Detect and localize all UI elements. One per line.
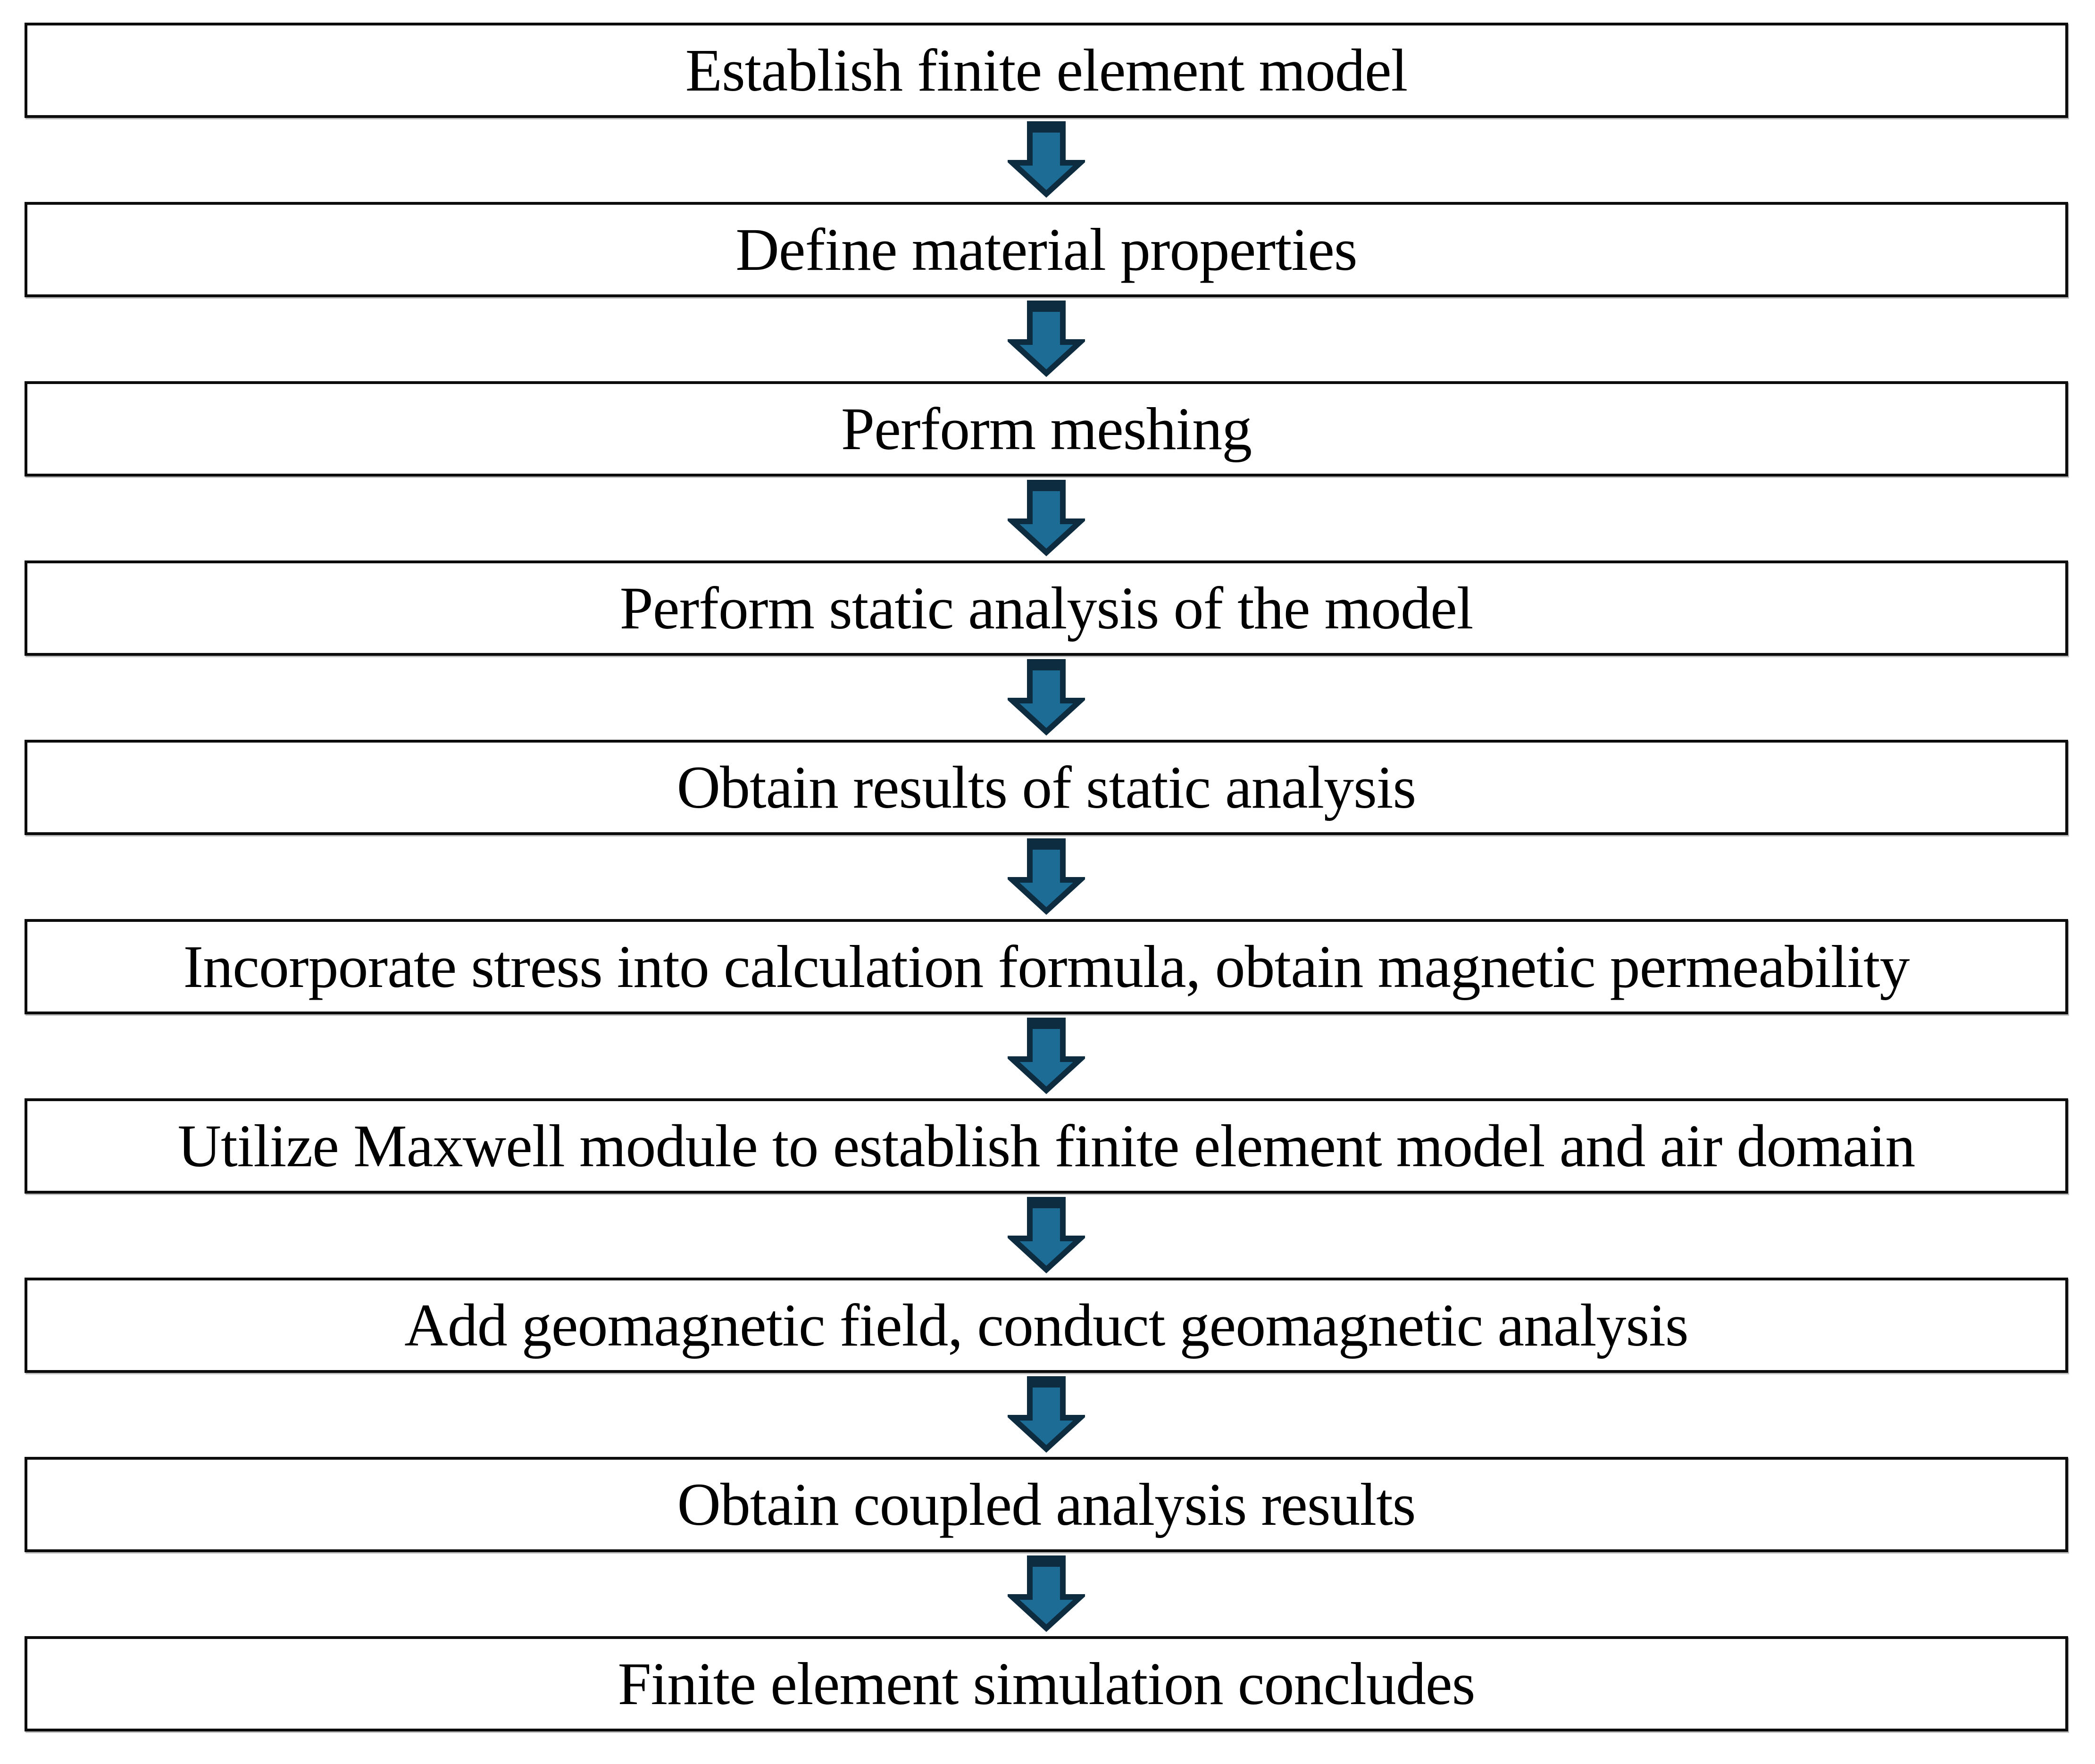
step-label: Perform static analysis of the model <box>619 575 1474 642</box>
flow-connector <box>25 477 2068 560</box>
step-label: Perform meshing <box>841 395 1252 462</box>
step-define-material-properties: Define material properties <box>25 202 2068 297</box>
flow-connector <box>25 118 2068 202</box>
step-label: Utilize Maxwell module to establish fini… <box>177 1112 1916 1179</box>
step-static-analysis: Perform static analysis of the model <box>25 560 2068 656</box>
flow-connector <box>25 656 2068 740</box>
flow-connector <box>25 1194 2068 1278</box>
flow-connector <box>25 1552 2068 1636</box>
step-label: Define material properties <box>735 216 1357 283</box>
step-label: Incorporate stress into calculation form… <box>183 933 1910 1000</box>
step-label: Establish finite element model <box>685 37 1408 104</box>
down-arrow-icon <box>1008 1197 1085 1274</box>
down-arrow-icon <box>1008 659 1085 736</box>
down-arrow-icon <box>1008 301 1085 377</box>
step-coupled-analysis-results: Obtain coupled analysis results <box>25 1457 2068 1552</box>
down-arrow-icon <box>1008 480 1085 557</box>
down-arrow-icon <box>1008 1555 1085 1632</box>
step-perform-meshing: Perform meshing <box>25 381 2068 477</box>
step-simulation-concludes: Finite element simulation concludes <box>25 1636 2068 1731</box>
flow-connector <box>25 1014 2068 1098</box>
down-arrow-icon <box>1008 121 1085 198</box>
down-arrow-icon <box>1008 838 1085 915</box>
flow-connector <box>25 297 2068 381</box>
step-label: Obtain results of static analysis <box>676 754 1417 821</box>
step-static-analysis-results: Obtain results of static analysis <box>25 740 2068 835</box>
step-establish-fe-model: Establish finite element model <box>25 23 2068 118</box>
step-incorporate-stress-permeability: Incorporate stress into calculation form… <box>25 919 2068 1014</box>
flow-connector <box>25 835 2068 919</box>
down-arrow-icon <box>1008 1376 1085 1453</box>
down-arrow-icon <box>1008 1018 1085 1095</box>
step-geomagnetic-analysis: Add geomagnetic field, conduct geomagnet… <box>25 1278 2068 1373</box>
flow-connector <box>25 1373 2068 1457</box>
step-label: Add geomagnetic field, conduct geomagnet… <box>404 1292 1688 1359</box>
step-maxwell-model-air-domain: Utilize Maxwell module to establish fini… <box>25 1098 2068 1194</box>
step-label: Obtain coupled analysis results <box>677 1471 1416 1538</box>
step-label: Finite element simulation concludes <box>618 1650 1475 1717</box>
